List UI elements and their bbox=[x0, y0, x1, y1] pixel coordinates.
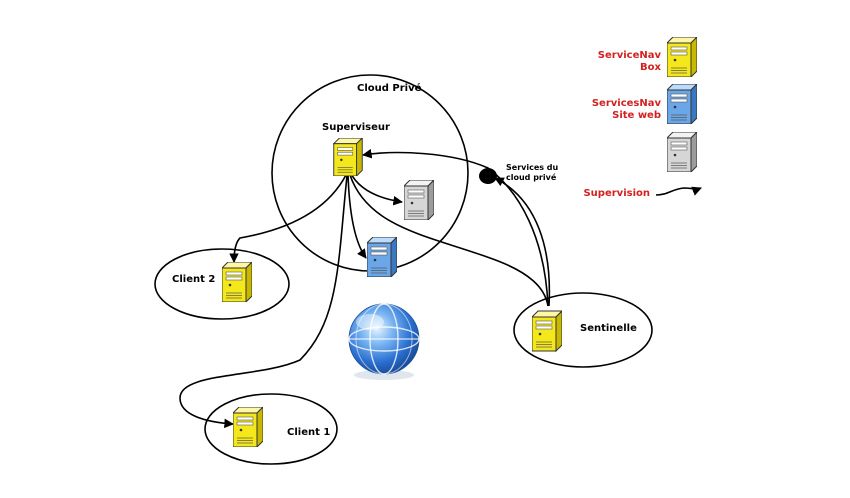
sentinel-server-icon bbox=[532, 310, 562, 352]
legend-yellow-server-icon bbox=[667, 37, 697, 77]
supervisor-label: Superviseur bbox=[322, 122, 390, 133]
link-supervisor-client1 bbox=[179, 175, 348, 429]
supervisor-server-icon bbox=[333, 138, 363, 176]
client1-ellipse bbox=[204, 393, 338, 465]
services-label-line2: cloud privé bbox=[506, 172, 557, 182]
services-node bbox=[479, 168, 497, 184]
legend-web-line1: ServicesNav bbox=[592, 98, 662, 109]
legend-supervision-label: Supervision bbox=[583, 188, 650, 199]
sentinel-label: Sentinelle bbox=[580, 323, 637, 334]
legend-supervision-arrow bbox=[655, 186, 702, 196]
legend: ServiceNav Box ServicesNav Site web Supe… bbox=[583, 37, 702, 199]
client2-ellipse bbox=[154, 248, 290, 320]
client1-label: Client 1 bbox=[287, 427, 330, 438]
globe-icon bbox=[348, 303, 420, 380]
gray-server-icon bbox=[404, 180, 434, 220]
services-label-line1: Services du bbox=[506, 163, 559, 172]
legend-box-line2: Box bbox=[640, 62, 661, 73]
link-supervisor-blue bbox=[347, 173, 367, 259]
client1-server-icon bbox=[233, 407, 263, 447]
client2-label: Client 2 bbox=[172, 274, 215, 285]
legend-blue-server-icon bbox=[667, 84, 697, 124]
legend-web-line2: Site web bbox=[612, 110, 661, 121]
link-supervisor-sentinel bbox=[349, 174, 549, 307]
link-supervisor-client2 bbox=[229, 174, 347, 263]
cloud-label: Cloud Privé bbox=[357, 82, 422, 94]
blue-server-icon bbox=[367, 237, 397, 277]
link-sentinel-services bbox=[494, 177, 551, 307]
sentinel-ellipse bbox=[513, 292, 653, 368]
legend-box-line1: ServiceNav bbox=[598, 50, 662, 61]
legend-gray-server-icon bbox=[667, 132, 697, 172]
client2-server-icon bbox=[222, 262, 252, 302]
link-supervisor-gray bbox=[349, 171, 403, 206]
